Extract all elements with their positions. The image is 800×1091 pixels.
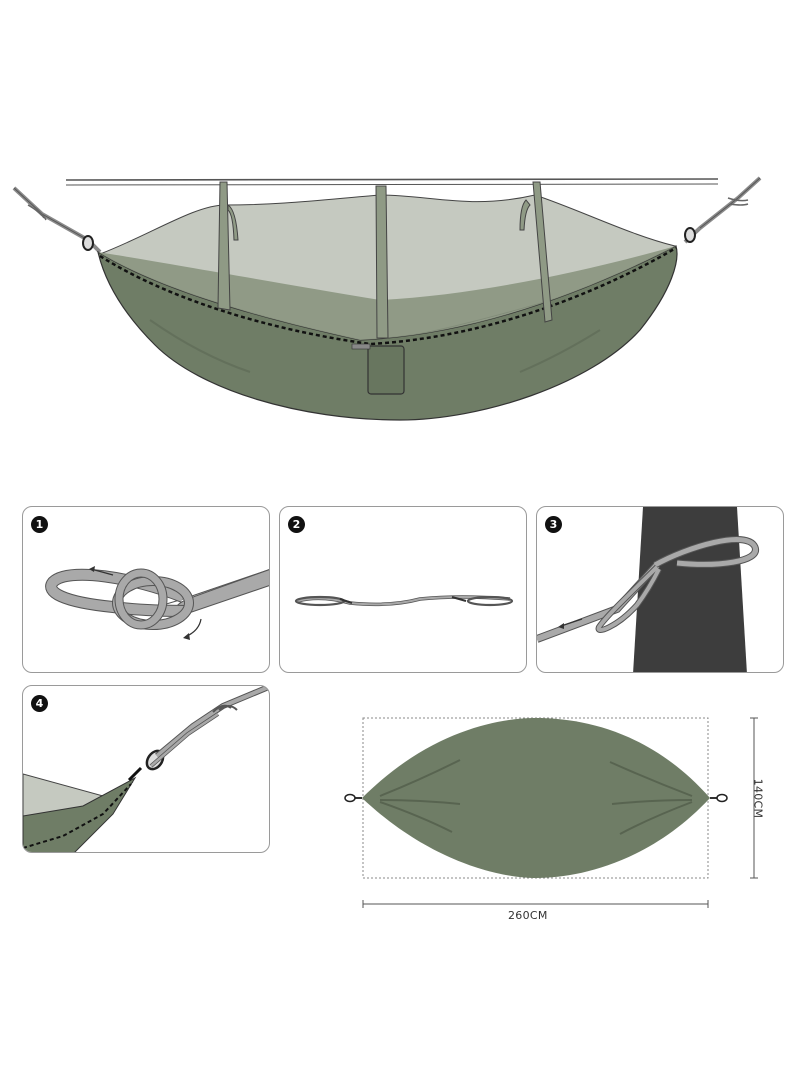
carabiner-attach-illustration	[23, 686, 269, 852]
dimension-diagram	[344, 717, 758, 908]
strap-knot-illustration	[45, 566, 269, 640]
right-carabiner	[684, 227, 696, 243]
left-carabiner	[82, 235, 94, 251]
tree-wrap-illustration	[537, 507, 759, 672]
storage-pouch	[367, 345, 405, 395]
step-4-panel: 4	[22, 685, 270, 853]
rotate-arrow-icon	[184, 618, 202, 638]
step-1-number: 1	[31, 516, 48, 533]
arrow-icon	[90, 568, 114, 576]
tree-trunk	[633, 507, 747, 672]
step-2-number: 2	[288, 516, 305, 533]
hammock-flat	[362, 718, 710, 878]
width-label: 140CM	[751, 778, 765, 819]
step-2-panel: 2	[279, 506, 527, 673]
net-support-poles	[217, 181, 553, 339]
hammock-main-illustration	[12, 176, 762, 421]
cord-illustration	[294, 595, 514, 607]
length-label: 260CM	[508, 909, 548, 922]
step-3-panel: 3	[536, 506, 784, 673]
step-4-number: 4	[31, 695, 48, 712]
ridge-line	[65, 178, 719, 181]
step-3-number: 3	[545, 516, 562, 533]
arrow-icon	[560, 618, 583, 627]
step-1-panel: 1	[22, 506, 270, 673]
